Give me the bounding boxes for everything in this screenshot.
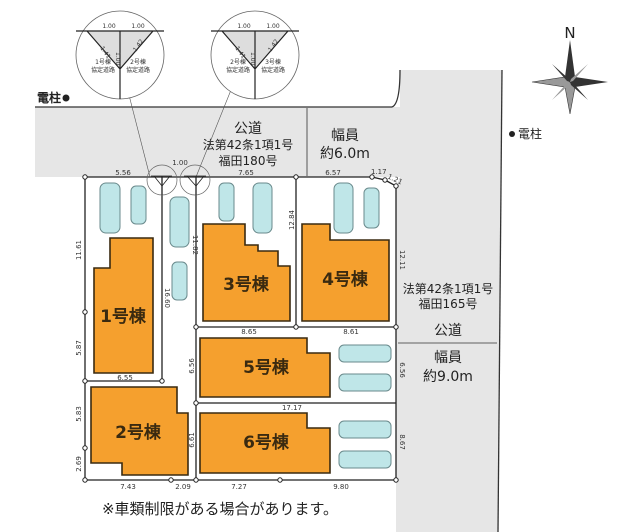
- dim-chamfer-a: 1.17: [371, 168, 387, 176]
- detail1-right-sub: 協定道路: [126, 66, 150, 74]
- utility-pole-right-label: 電柱: [518, 126, 542, 141]
- detail2-top-right: 1.00: [266, 23, 280, 30]
- detail2-right-label: 3号棟: [265, 58, 281, 66]
- corner-detail-2: [210, 10, 300, 100]
- building-5-label: 5号棟: [243, 357, 290, 378]
- east-road-title: 公道: [434, 323, 462, 339]
- car-icon: [338, 420, 392, 439]
- building-3-label: 3号棟: [223, 274, 270, 295]
- car-icon: [169, 196, 190, 248]
- dim-lot3-bottom: 8.65: [241, 328, 257, 336]
- dim-lot3-mid: 11.82: [191, 235, 199, 255]
- dim-top-4: 6.57: [325, 169, 341, 177]
- detail2-left-sub: 協定道路: [226, 66, 250, 74]
- detail2-right-sub: 協定道路: [261, 66, 285, 74]
- building-5: [199, 337, 331, 398]
- dim-lot6-left: 6.61: [188, 432, 196, 448]
- car-icon: [338, 450, 392, 469]
- building-6: [199, 412, 331, 474]
- dim-lot1-left: 11.61: [75, 240, 83, 260]
- car-icon: [338, 373, 392, 392]
- dim-east-lower: 8.67: [398, 434, 406, 450]
- north-road-number: 福田180号: [219, 153, 278, 168]
- dim-lot4-bottom: 8.61: [343, 328, 359, 336]
- dim-bottom-right: 9.80: [333, 483, 349, 491]
- utility-pole-left-label: 電柱: [37, 90, 61, 105]
- car-icon: [333, 182, 354, 234]
- east-road-width-label: 幅員: [434, 350, 462, 366]
- building-3: [202, 223, 291, 322]
- detail2-top-left: 1.00: [237, 23, 251, 30]
- dim-east-upper: 12.11: [398, 250, 406, 270]
- detail1-top-left: 1.00: [102, 23, 116, 30]
- north-road-width-label: 幅員: [331, 128, 359, 144]
- vehicle-restriction-note: ※車類制限がある場合があります。: [102, 500, 338, 518]
- north-road-title: 公道: [234, 121, 262, 137]
- detail1-left-label: 1号棟: [95, 58, 111, 66]
- car-icon: [363, 187, 380, 229]
- utility-pole-icon: [62, 94, 70, 102]
- east-road-law: 法第42条1項1号: [403, 282, 494, 296]
- dim-lot4-left: 12.84: [288, 209, 296, 230]
- dim-lot1-left-lower: 5.87: [75, 340, 83, 356]
- east-road: [396, 70, 502, 532]
- building-6-label: 6号棟: [243, 432, 290, 453]
- dim-bottom-gap: 2.09: [175, 483, 191, 491]
- detail1-top-right: 1.00: [131, 23, 145, 30]
- detail2-left-label: 2号棟: [230, 58, 246, 66]
- compass-icon: [531, 40, 608, 115]
- car-icon: [252, 182, 273, 234]
- car-icon: [218, 182, 235, 222]
- dim-top-3: 7.65: [238, 169, 254, 177]
- dim-east-mid: 6.56: [398, 362, 406, 378]
- east-road-width-value: 約9.0m: [423, 369, 473, 385]
- dim-drive: 16.60: [163, 288, 171, 308]
- detail1-right-label: 2号棟: [130, 58, 146, 66]
- detail2-center: 1.00: [249, 52, 256, 66]
- car-icon: [130, 185, 147, 225]
- car-icon: [99, 182, 121, 234]
- dim-lot1-bottom: 6.55: [117, 374, 133, 382]
- north-road: [35, 107, 405, 177]
- building-1: [93, 237, 154, 374]
- shared-road-corner-detail: [146, 164, 211, 196]
- building-2-label: 2号棟: [115, 422, 162, 443]
- boundary-nodes: [82, 174, 399, 483]
- dim-bottom-6: 7.27: [231, 483, 247, 491]
- compass-north-label: N: [564, 24, 575, 42]
- parking-spaces: [99, 182, 392, 469]
- dim-lot6-top: 17.17: [282, 404, 302, 412]
- building-1-label: 1号棟: [100, 306, 147, 327]
- dim-lot2-left: 5.83: [75, 406, 83, 422]
- dim-lot2-left-lower: 2.69: [75, 456, 83, 472]
- dim-bottom-2: 7.43: [120, 483, 136, 491]
- building-4-label: 4号棟: [322, 269, 369, 290]
- dim-top-1: 5.56: [115, 169, 131, 177]
- detail1-center: 1.00: [114, 52, 121, 66]
- detail1-left-sub: 協定道路: [91, 66, 115, 74]
- car-icon: [338, 344, 392, 363]
- east-road-number: 福田165号: [419, 296, 478, 311]
- utility-pole-icon: [509, 131, 515, 137]
- building-4: [301, 223, 390, 322]
- dim-lot5-left: 6.56: [188, 358, 196, 374]
- north-road-law: 法第42条1項1号: [203, 138, 294, 152]
- corner-detail-1: [75, 10, 165, 100]
- building-2: [90, 386, 189, 476]
- car-icon: [171, 261, 188, 301]
- north-road-width-value: 約6.0m: [320, 146, 370, 162]
- dim-top-gap: 1.00: [172, 159, 188, 167]
